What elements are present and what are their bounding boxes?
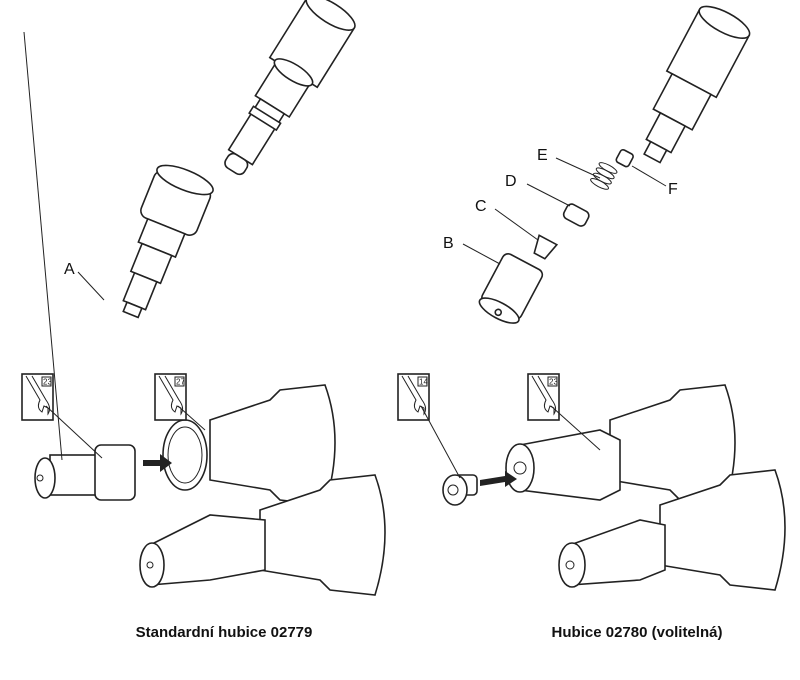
wrench-box-23b: 23: [527, 373, 560, 421]
wrench-size: 23: [549, 378, 558, 387]
tool-body-left: [224, 0, 356, 176]
wrench-size: 27: [176, 378, 185, 387]
part-c-jaws: [533, 234, 559, 260]
tool-head: [558, 469, 786, 591]
callout-e: E: [537, 147, 548, 164]
callout-c: C: [475, 198, 487, 215]
callout-a: A: [64, 261, 75, 278]
arrow-icon: [143, 454, 172, 472]
callout-b: B: [443, 235, 454, 252]
nozzle-opt-loose: [442, 474, 478, 506]
callout-f: F: [668, 181, 678, 198]
tool-head: [162, 384, 336, 506]
arrow-icon: [480, 471, 517, 487]
tool-head: [139, 474, 386, 596]
nozzle-assembly-a: [122, 164, 214, 319]
wrench-box-14: 14: [397, 373, 430, 421]
nozzle-std-loose: [34, 444, 136, 501]
tool-head: [505, 384, 736, 506]
part-e-spring: [590, 162, 618, 190]
part-d: [562, 203, 590, 227]
wrench-size: 23: [43, 378, 52, 387]
caption-optional: Hubice 02780 (volitelná): [551, 624, 723, 641]
caption-standard: Standardní hubice 02779: [135, 624, 313, 641]
wrench-box-23: 23: [21, 31, 63, 461]
callout-d: D: [505, 173, 517, 190]
wrench-box-27: 27: [154, 373, 187, 421]
part-f: [615, 148, 634, 168]
wrench-size: 14: [419, 378, 428, 387]
tool-body-right: [643, 5, 751, 164]
part-b-nozzle: [478, 252, 544, 324]
